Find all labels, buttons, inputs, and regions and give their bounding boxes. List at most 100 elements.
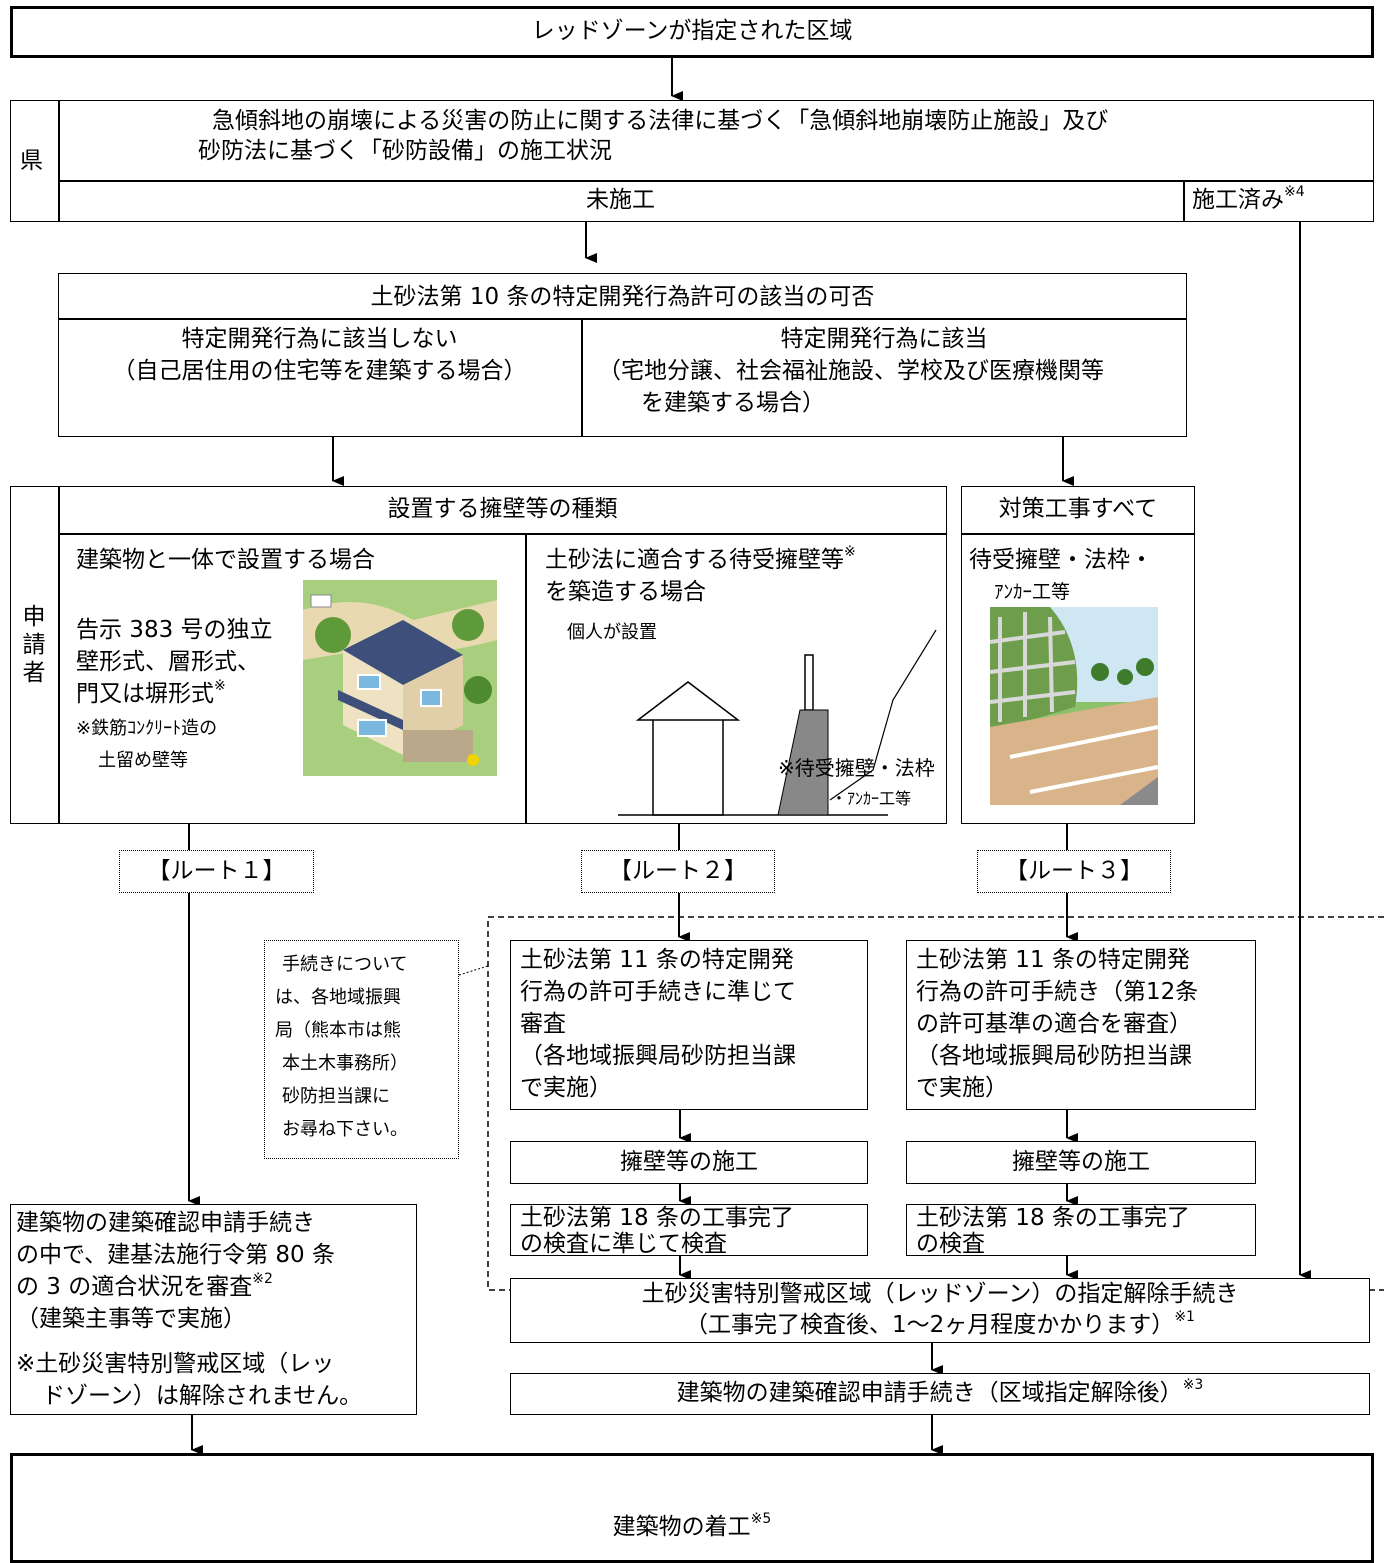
callout-line2: は、各地域振興 bbox=[275, 987, 401, 1008]
pref-done: 施工済み※4 bbox=[1192, 185, 1305, 216]
c2-title1: 土砂法に適合する待受擁壁等※ bbox=[545, 545, 856, 576]
route3-label: 【ルート３】 bbox=[1005, 858, 1143, 884]
house-illustration bbox=[303, 580, 497, 776]
release-line2: （工事完了検査後、1～2ヶ月程度かかります）※1 bbox=[510, 1310, 1370, 1341]
decision-box bbox=[58, 273, 1187, 437]
route3-construct: 擁壁等の施工 bbox=[1012, 1149, 1150, 1175]
pref-done-note: ※4 bbox=[1284, 184, 1305, 200]
pref-divider bbox=[58, 100, 60, 222]
c1-title: 建築物と一体で設置する場合 bbox=[76, 547, 375, 573]
inquiry-callout bbox=[264, 940, 459, 1159]
route1-label: 【ルート１】 bbox=[147, 858, 286, 884]
pref-side-label: 県 bbox=[20, 148, 43, 174]
construction-start-mark: ※5 bbox=[750, 1511, 772, 1527]
release-line2-text: （工事完了検査後、1～2ヶ月程度かかります） bbox=[685, 1312, 1175, 1338]
decision-left-sub: （自己居住用の住宅等を建築する場合） bbox=[112, 358, 527, 384]
construction-start-label: 建築物の着工※5 bbox=[10, 1512, 1374, 1543]
pref-done-text: 施工済み bbox=[1192, 187, 1284, 213]
applicant-hdivider bbox=[58, 533, 947, 535]
route1-review-box bbox=[10, 1204, 417, 1415]
route2-review-1: 土砂法第 11 条の特定開発 bbox=[520, 947, 794, 973]
release-box bbox=[510, 1278, 1370, 1343]
route3-review-4: （各地域振興局砂防担当課 bbox=[916, 1043, 1192, 1069]
c1-line2: 壁形式、層形式、 bbox=[76, 649, 260, 675]
route1-review-3: の 3 の適合状況を審査※2 bbox=[16, 1272, 273, 1303]
confirm-mark: ※3 bbox=[1182, 1377, 1204, 1393]
pref-not-done: 未施工 bbox=[586, 187, 655, 213]
c3-line2: ｱﾝｶｰ工等 bbox=[994, 581, 1071, 603]
route2-construct: 擁壁等の施工 bbox=[620, 1149, 758, 1175]
c2-title2: を築造する場合 bbox=[545, 579, 706, 605]
callout-line5: 砂防担当課に bbox=[282, 1086, 390, 1107]
release-mark: ※1 bbox=[1174, 1309, 1195, 1325]
callout-line4: 本土木事務所） bbox=[282, 1053, 408, 1074]
route2-review-5: で実施） bbox=[520, 1075, 612, 1101]
callout-line3: 局（熊本市は熊 bbox=[275, 1020, 401, 1041]
route2-inspect-2: の検査に準じて検査 bbox=[520, 1231, 727, 1257]
c2-sub: 個人が設置 bbox=[567, 622, 657, 643]
applicant-col-divider bbox=[525, 533, 527, 824]
confirm-box bbox=[510, 1373, 1370, 1415]
route2-review-4: （各地域振興局砂防担当課 bbox=[520, 1043, 796, 1069]
prefecture-section bbox=[10, 100, 1374, 222]
slope-works-illustration bbox=[990, 607, 1158, 805]
applicant-divider bbox=[58, 486, 60, 824]
route2-construct-box bbox=[510, 1141, 868, 1184]
c2-note2: ・ｱﾝｶｰ工等 bbox=[831, 789, 912, 808]
route3-review-5: で実施） bbox=[916, 1075, 1008, 1101]
route3-review-box bbox=[906, 940, 1256, 1110]
route2-review-3: 審査 bbox=[520, 1011, 566, 1037]
c3-line1: 待受擁壁・法枠・ bbox=[969, 547, 1153, 573]
route2-review-2: 行為の許可手続きに準じて bbox=[520, 979, 796, 1005]
route2-inspect-1: 土砂法第 18 条の工事完了 bbox=[520, 1205, 794, 1231]
route3-inspect-box bbox=[906, 1204, 1256, 1256]
c3-hdivider bbox=[961, 533, 1195, 535]
route1-review-sub: （建築主事等で実施） bbox=[16, 1306, 246, 1332]
decision-right-sub2: を建築する場合） bbox=[641, 390, 825, 416]
decision-title: 土砂法第 10 条の特定開発行為許可の該当の可否 bbox=[370, 284, 875, 310]
route1-note-1: ※土砂災害特別警戒区域（レッ bbox=[16, 1351, 335, 1377]
route3-review-1: 土砂法第 11 条の特定開発 bbox=[916, 947, 1190, 973]
c3-title: 対策工事すべて bbox=[998, 496, 1158, 522]
route1-review-2: の中で、建基法施行令第 80 条 bbox=[16, 1242, 335, 1268]
c2-title-mark: ※ bbox=[844, 544, 856, 560]
c1-line1: 告示 383 号の独立 bbox=[76, 617, 273, 643]
route3-construct-box bbox=[906, 1141, 1256, 1184]
callout-line1: 手続きについて bbox=[282, 954, 408, 975]
route3-inspect-2: の検査 bbox=[916, 1231, 985, 1257]
route1-review-1: 建築物の建築確認申請手続き bbox=[16, 1210, 315, 1236]
c1-note-mark: ※ bbox=[214, 678, 226, 694]
route3-review-3: の許可基準の適合を審査） bbox=[916, 1011, 1192, 1037]
construction-start-box bbox=[10, 1453, 1374, 1563]
wall-types-title: 設置する擁壁等の種類 bbox=[387, 496, 618, 522]
route2-inspect-box bbox=[510, 1204, 868, 1256]
decision-right-sub1: （宅地分譲、社会福祉施設、学校及び医療機関等 bbox=[598, 358, 1104, 384]
route2-label-box bbox=[581, 850, 775, 893]
applicant-side-3: 者 bbox=[22, 660, 46, 686]
confirm-label: 建築物の建築確認申請手続き（区域指定解除後）※3 bbox=[510, 1378, 1370, 1409]
decision-left-title: 特定開発行為に該当しない bbox=[181, 326, 458, 352]
route1-label-box bbox=[119, 850, 314, 893]
construction-start-text: 建築物の着工 bbox=[612, 1514, 751, 1540]
pref-hdivider bbox=[58, 180, 1374, 182]
callout-line6: お尋ね下さい。 bbox=[282, 1119, 408, 1140]
decision-hdivider bbox=[58, 318, 1187, 320]
c2-note1: ※待受擁壁・法枠 bbox=[778, 756, 935, 780]
red-zone-box bbox=[10, 6, 1374, 58]
confirm-text: 建築物の建築確認申請手続き（区域指定解除後） bbox=[676, 1380, 1183, 1406]
pref-done-divider bbox=[1183, 180, 1185, 222]
route1-note-2: ドゾーン）は解除されません。 bbox=[42, 1383, 363, 1409]
route1-review-mark: ※2 bbox=[252, 1271, 273, 1287]
route3-inspect-1: 土砂法第 18 条の工事完了 bbox=[916, 1205, 1190, 1231]
route1-review-3-text: の 3 の適合状況を審査 bbox=[16, 1274, 253, 1300]
c2-title1-text: 土砂法に適合する待受擁壁等 bbox=[545, 547, 844, 573]
decision-right-title: 特定開発行為に該当 bbox=[780, 326, 988, 352]
decision-vdivider bbox=[581, 318, 583, 437]
route2-label: 【ルート２】 bbox=[609, 858, 747, 884]
route3-label-box bbox=[977, 850, 1171, 893]
pref-header-line2: 砂防法に基づく「砂防設備」の施工状況 bbox=[198, 138, 612, 164]
c1-line3: 門又は塀形式※ bbox=[76, 679, 226, 710]
retaining-wall-diagram bbox=[618, 629, 937, 816]
release-line1: 土砂災害特別警戒区域（レッドゾーン）の指定解除手続き bbox=[641, 1281, 1239, 1307]
